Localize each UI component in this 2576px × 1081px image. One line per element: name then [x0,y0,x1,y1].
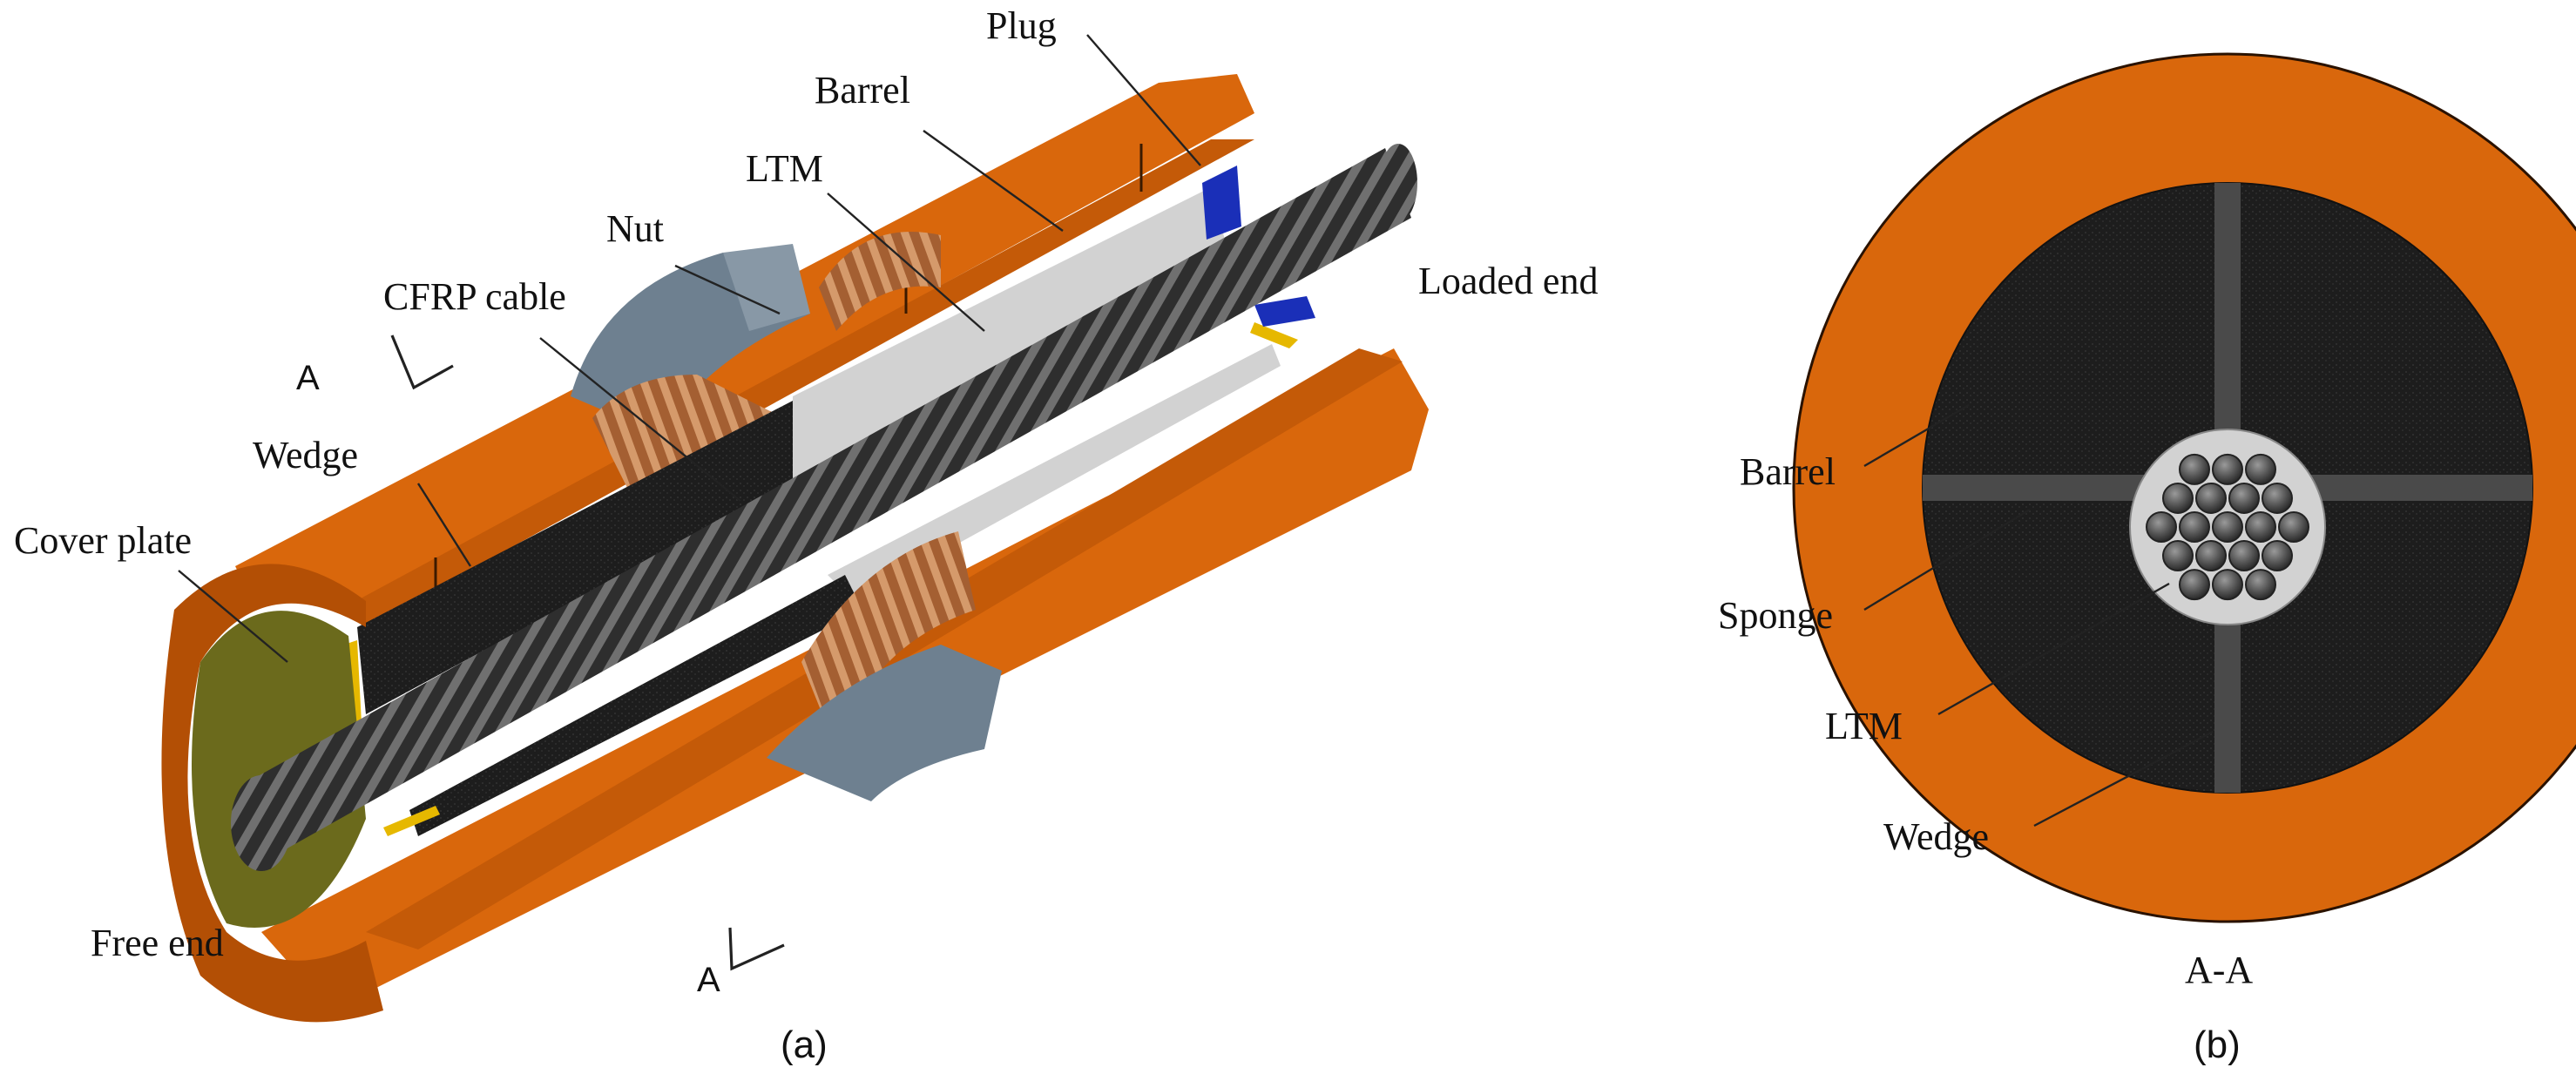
section-mark-top-label: A [296,359,320,397]
cfrp-strand-3 [2162,482,2194,514]
label-b-barrel: Barrel [1740,450,1836,493]
cfrp-strand-6 [2262,482,2293,514]
label-ltm: LTM [746,147,823,190]
leader-cfrp-cable [539,337,741,502]
label-wedge: Wedge [253,434,358,476]
section-mark-bottom-label: A [697,961,720,999]
label-b-sponge: Sponge [1718,594,1833,637]
cfrp-cable-bundle [244,148,1411,858]
leader-barrel [923,130,1064,232]
cfrp-strand-9 [2212,511,2243,543]
leader-b-wedge [2033,730,2214,828]
ltm-upper [793,187,1228,483]
cfrp-strand-12 [2162,540,2194,572]
leader-wedge [416,483,472,567]
cfrp-strand-11 [2278,511,2309,543]
cfrp-strand-4 [2195,482,2227,514]
leader-b-ltm [1937,582,2170,716]
plug-lower [1254,296,1315,327]
cfrp-strand-13 [2195,540,2227,572]
cfrp-strand-1 [2212,453,2243,485]
cfrp-strand-8 [2179,511,2210,543]
label-plug: Plug [986,4,1057,47]
leader-b-barrel [1863,403,1970,468]
panel-a-isometric-view: A A Plug Barrel LTM Nut CFRP cable Loade… [14,4,1598,1066]
label-barrel: Barrel [815,69,910,111]
cfrp-strand-17 [2212,569,2243,601]
cfrp-strand-0 [2179,453,2210,485]
wedge-upper [357,401,793,714]
cfrp-strand-10 [2245,511,2276,543]
cfrp-strand-2 [2245,453,2276,485]
nut-upper-face [723,244,810,331]
barrel-rim-free-end [161,564,383,1023]
label-b-wedge: Wedge [1883,815,1989,858]
plug-upper [1202,166,1241,240]
section-mark-top: A [296,334,454,397]
label-nut: Nut [606,207,664,250]
wedge-lower [409,575,862,836]
caption-a: (a) [781,1024,828,1066]
label-b-ltm: LTM [1825,705,1903,747]
nut-lower [767,645,1002,801]
label-cover-plate: Cover plate [14,519,192,562]
cable-free-end [231,775,292,871]
yellow-strip-right [1250,322,1298,348]
label-loaded-end: Loaded end [1418,260,1598,302]
cable-loaded-end [1379,144,1417,222]
yellow-strip-bottom [383,806,440,836]
barrel-upper-cut-face [340,139,1254,627]
section-mark-bottom: A [697,927,785,999]
cfrp-strand-14 [2228,540,2260,572]
thread-upper [819,232,941,331]
label-cfrp-cable: CFRP cable [383,275,566,318]
section-cfrp-strands [2146,453,2309,601]
cfrp-strand-18 [2245,569,2276,601]
cfrp-strand-15 [2262,540,2293,572]
cfrp-strand-5 [2228,482,2260,514]
label-free-end: Free end [91,922,224,964]
caption-b: (b) [2194,1024,2241,1066]
leader-b-sponge [1863,508,2031,611]
cfrp-strand-16 [2179,569,2210,601]
leader-ltm [827,193,985,332]
panel-b-cross-section: Barrel Sponge LTM Wedge A-A (b) [1718,52,2576,1066]
leader-plug [1086,34,1201,166]
cfrp-strand-7 [2146,511,2177,543]
ltm-lower [828,344,1281,601]
leader-nut [674,264,781,315]
section-title: A-A [2185,949,2253,991]
leader-cover-plate [178,570,288,663]
